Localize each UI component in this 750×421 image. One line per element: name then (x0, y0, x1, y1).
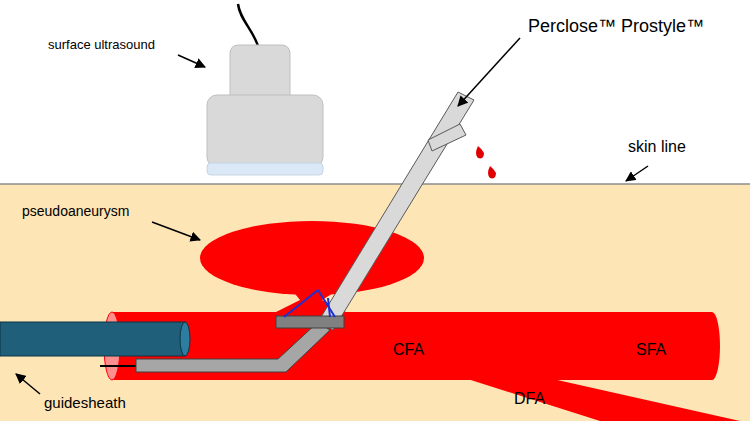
air (0, 0, 750, 185)
device-shaft (318, 92, 474, 330)
guidesheath (0, 322, 185, 356)
part-label: surface ultrasound (48, 38, 155, 53)
skin-line (0, 183, 750, 185)
part-label: pseudoaneurysm (22, 203, 129, 219)
part-label: skin line (628, 138, 686, 156)
suture (328, 298, 330, 317)
sfa-end (704, 312, 720, 380)
vessel-label: SFA (636, 341, 666, 359)
marker-port (428, 124, 466, 151)
probe-gel (207, 163, 323, 175)
dfa-vessel (455, 375, 740, 421)
skin-tissue (0, 184, 750, 421)
blood-drop (488, 166, 496, 178)
probe-cable (238, 4, 258, 46)
vessel-label: DFA (514, 390, 545, 408)
leader-arrow (178, 55, 205, 67)
device-distal (136, 322, 330, 372)
guidewire (100, 365, 136, 367)
vessel-label: CFA (393, 341, 424, 359)
device-foot (276, 316, 344, 328)
part-label: guidesheath (44, 394, 126, 411)
leader-arrow (152, 222, 200, 240)
device-label: Perclose™ Prostyle™ (528, 16, 704, 37)
leader-arrow (16, 374, 40, 394)
blood-drop (476, 146, 484, 158)
probe-head (207, 95, 323, 167)
suture (318, 290, 335, 317)
cfa-vessel (112, 312, 712, 380)
leader-arrow (626, 166, 648, 181)
guidesheath-tip (180, 322, 190, 356)
suture (284, 290, 318, 317)
leader-arrow (458, 38, 520, 106)
